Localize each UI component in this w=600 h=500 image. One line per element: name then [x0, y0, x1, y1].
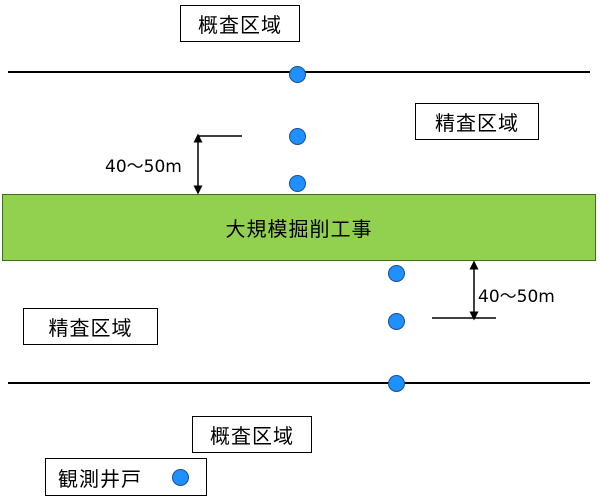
zone-label-inner-left: 精査区域: [23, 308, 158, 345]
well-marker: [388, 375, 405, 392]
legend-label: 観測井戸: [58, 466, 142, 491]
zone-label-inner-right: 精査区域: [415, 103, 539, 140]
excavation-label: 大規模掘削工事: [225, 217, 373, 241]
zone-label-text: 概査区域: [210, 424, 294, 448]
well-circle-icon: [172, 469, 189, 486]
zone-label-text: 概査区域: [198, 13, 282, 37]
well-marker: [388, 313, 405, 330]
well-marker: [289, 128, 306, 145]
boundary-line-bottom: [8, 382, 590, 384]
well-marker: [388, 265, 405, 282]
well-marker: [289, 175, 306, 192]
zone-label-outer-bottom: 概査区域: [192, 416, 312, 453]
distance-label-bottom: 40～50m: [478, 287, 555, 307]
zone-label-text: 精査区域: [435, 111, 519, 135]
excavation-area: 大規模掘削工事: [2, 194, 596, 261]
zone-label-text: 精査区域: [48, 316, 133, 340]
well-marker: [289, 66, 306, 83]
zone-label-outer-top: 概査区域: [180, 5, 300, 42]
legend-box: 観測井戸: [45, 458, 207, 496]
distance-label-top: 40～50m: [105, 157, 182, 177]
